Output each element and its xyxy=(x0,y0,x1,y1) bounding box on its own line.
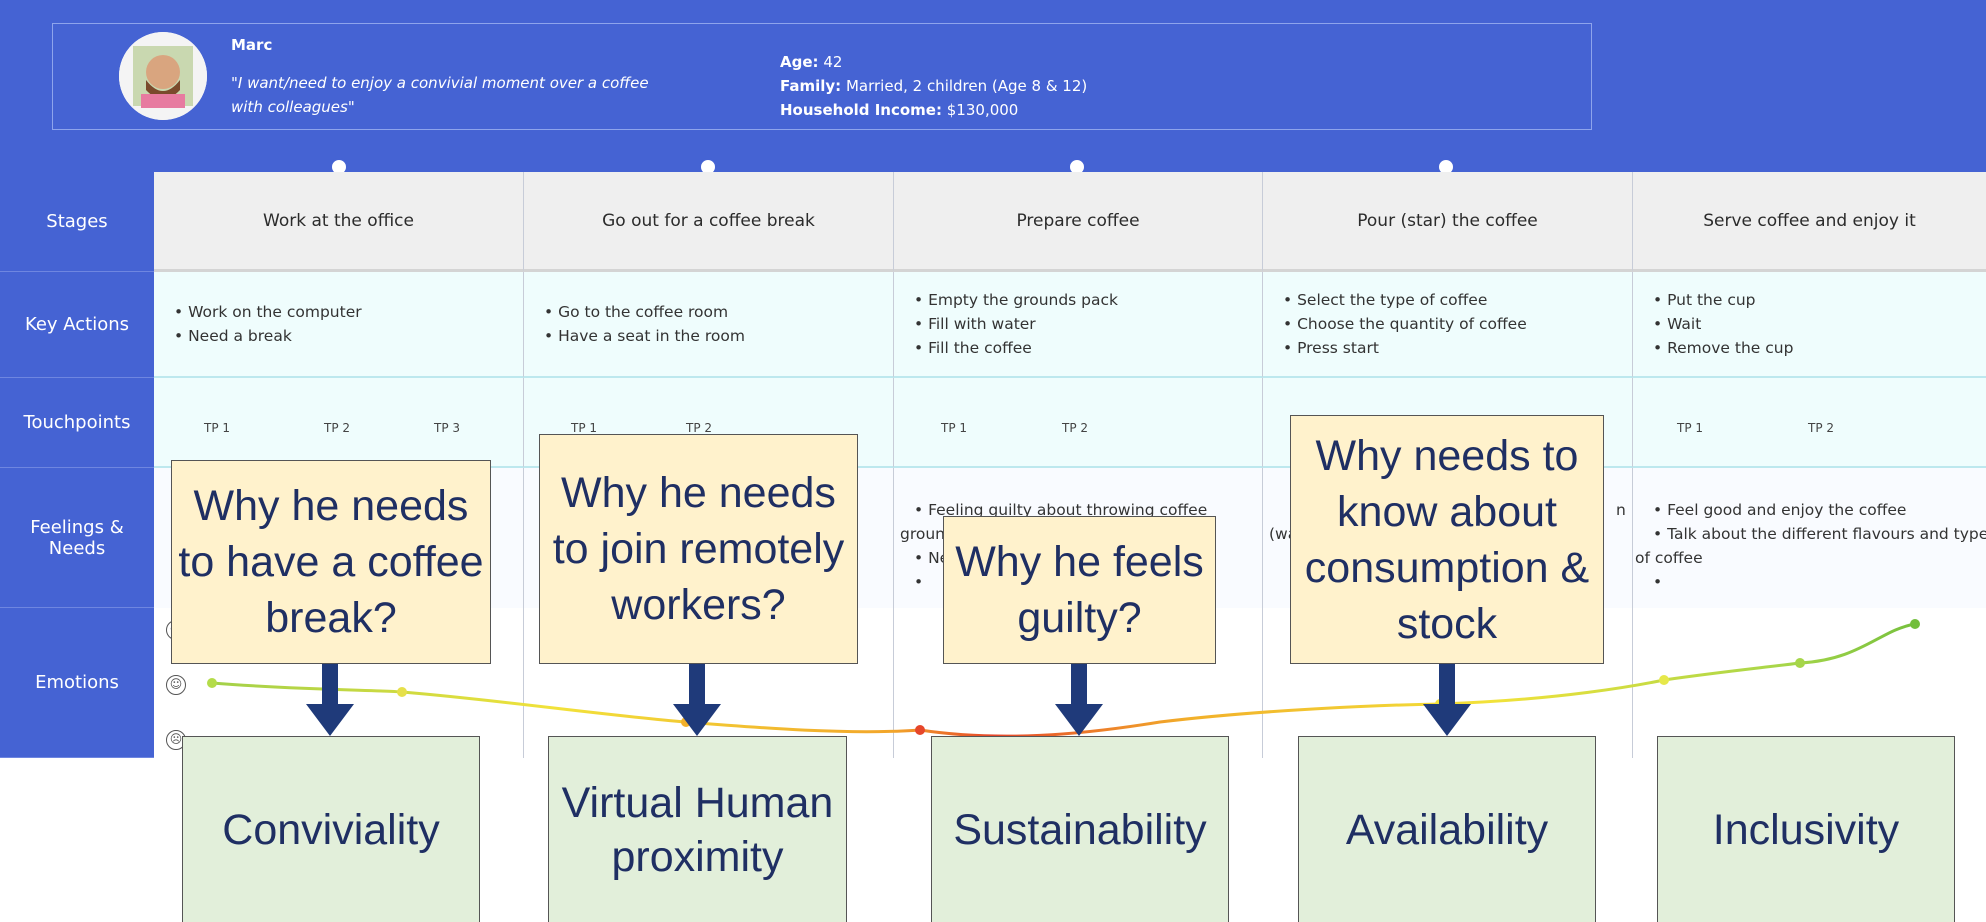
age-value: 42 xyxy=(823,53,843,71)
stage-title: Serve coffee and enjoy it xyxy=(1703,210,1916,231)
key-action-item: • Press start xyxy=(1283,339,1379,357)
income-label: Household Income: xyxy=(780,101,942,119)
row-label-stages: Stages xyxy=(0,172,154,272)
family-value: Married, 2 children (Age 8 & 12) xyxy=(845,77,1088,95)
touchpoint-label: TP 1 xyxy=(571,421,598,435)
feeling-item: • Feeling guilty about throwing coffee xyxy=(914,501,1208,519)
stage-cell: Work at the office xyxy=(154,172,524,272)
question-note: Why he feels guilty? xyxy=(943,516,1216,664)
touchpoint-label: TP 1 xyxy=(204,421,231,435)
question-text: Why he feels guilty? xyxy=(955,538,1204,642)
key-actions-cell: • Go to the coffee room • Have a seat in… xyxy=(524,272,894,378)
value-text: Conviviality xyxy=(222,805,440,854)
value-note: Virtual Human proximity xyxy=(548,736,847,922)
key-action-item: • Fill with water xyxy=(914,315,1036,333)
question-note: Why he needs to have a coffee break? xyxy=(171,460,491,664)
touchpoint-label: TP 1 xyxy=(1677,421,1704,435)
key-actions-cell: • Empty the grounds pack • Fill with wat… xyxy=(894,272,1263,378)
row-label-emotions: Emotions xyxy=(0,608,154,758)
feeling-item: • Feel good and enjoy the coffee xyxy=(1653,501,1907,519)
feeling-item: groun xyxy=(900,525,946,543)
key-actions-cell: • Work on the computer • Need a break xyxy=(154,272,524,378)
key-action-item: • Fill the coffee xyxy=(914,339,1032,357)
key-action-item: • Select the type of coffee xyxy=(1283,291,1488,309)
question-text: Why he needs to have a coffee break? xyxy=(178,482,484,642)
question-note: Why he needs to join remotely workers? xyxy=(539,434,858,664)
value-note: Conviviality xyxy=(182,736,480,922)
touchpoint-label: TP 1 xyxy=(941,421,968,435)
feeling-item: • xyxy=(1653,573,1663,591)
persona-demographics: Age: 42 Family: Married, 2 children (Age… xyxy=(780,50,1087,122)
feeling-item: n xyxy=(1616,501,1626,519)
value-text: Availability xyxy=(1345,805,1549,854)
key-action-item: • Wait xyxy=(1653,315,1702,333)
row-label-touchpoints: Touchpoints xyxy=(0,378,154,468)
value-note: Availability xyxy=(1298,736,1596,922)
value-note: Sustainability xyxy=(931,736,1229,922)
touchpoint-label: TP 2 xyxy=(1062,421,1089,435)
persona-quote: "I want/need to enjoy a convivial moment… xyxy=(231,74,649,116)
feelings-cell: • Feel good and enjoy the coffee • Talk … xyxy=(1633,468,1986,608)
stage-title: Prepare coffee xyxy=(1016,210,1140,231)
stage-cell: Go out for a coffee break xyxy=(524,172,894,272)
value-text: Virtual Human proximity xyxy=(561,778,834,881)
stage-cell: Prepare coffee xyxy=(894,172,1263,272)
touchpoint-label: TP 2 xyxy=(324,421,351,435)
touchpoints-cell: TP 1 TP 2 xyxy=(894,378,1263,468)
family-label: Family: xyxy=(780,77,842,95)
key-action-item: • Put the cup xyxy=(1653,291,1756,309)
key-action-item: • Have a seat in the room xyxy=(544,327,745,345)
touchpoint-label: TP 2 xyxy=(686,421,713,435)
touchpoint-label: TP 2 xyxy=(1808,421,1835,435)
persona-name: Marc xyxy=(231,36,273,54)
key-actions-cell: • Select the type of coffee • Choose the… xyxy=(1263,272,1633,378)
stage-title: Go out for a coffee break xyxy=(602,210,815,231)
age-label: Age: xyxy=(780,53,819,71)
stage-title: Pour (star) the coffee xyxy=(1357,210,1538,231)
key-action-item: • Work on the computer xyxy=(174,303,362,321)
value-text: Sustainability xyxy=(953,805,1207,854)
key-action-item: • Need a break xyxy=(174,327,292,345)
value-note: Inclusivity xyxy=(1657,736,1955,922)
value-text: Inclusivity xyxy=(1712,805,1900,854)
key-action-item: • Empty the grounds pack xyxy=(914,291,1119,309)
key-action-item: • Choose the quantity of coffee xyxy=(1283,315,1527,333)
stage-cell: Pour (star) the coffee xyxy=(1263,172,1633,272)
question-text: Why needs to know about consumption & st… xyxy=(1304,431,1590,648)
income-value: $130,000 xyxy=(946,101,1019,119)
feeling-item: • Talk about the different flavours and … xyxy=(1653,525,1986,543)
avatar xyxy=(119,32,207,120)
persona-card: Marc "I want/need to enjoy a convivial m… xyxy=(52,23,1592,130)
touchpoints-cell: TP 1 TP 2 xyxy=(1633,378,1986,468)
feeling-item: • Ne xyxy=(914,549,950,567)
touchpoints-cell: TP 1 TP 2 TP 3 xyxy=(154,378,524,468)
question-note: Why needs to know about consumption & st… xyxy=(1290,415,1604,664)
key-actions-cell: • Put the cup • Wait • Remove the cup xyxy=(1633,272,1986,378)
feeling-item: • xyxy=(914,573,924,591)
row-label-key-actions: Key Actions xyxy=(0,272,154,378)
key-action-item: • Go to the coffee room xyxy=(544,303,729,321)
row-label-feelings: Feelings & Needs xyxy=(0,468,154,608)
stage-title: Work at the office xyxy=(263,210,414,231)
question-text: Why he needs to join remotely workers? xyxy=(552,469,845,629)
key-action-item: • Remove the cup xyxy=(1653,339,1794,357)
feeling-item: of coffee xyxy=(1635,549,1703,567)
touchpoint-label: TP 3 xyxy=(434,421,461,435)
persona-band xyxy=(0,0,1986,172)
stage-cell: Serve coffee and enjoy it xyxy=(1633,172,1986,272)
neutral-face-icon: ☺ xyxy=(166,675,186,695)
